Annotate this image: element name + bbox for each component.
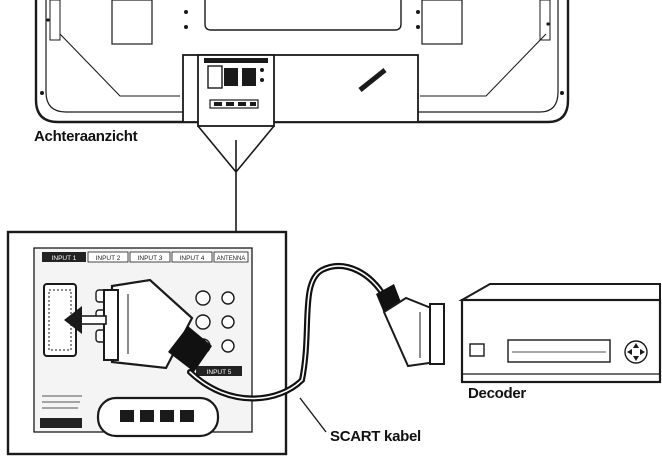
- zoom-leaders: [197, 125, 275, 232]
- scart-plug-tv: [103, 278, 212, 372]
- dpad-left: [627, 349, 632, 355]
- screw: [416, 10, 420, 14]
- dpad-ring: [624, 340, 648, 364]
- dpad-right: [640, 349, 645, 355]
- arrow-head: [64, 306, 82, 334]
- bottom-connector-pins: [120, 410, 194, 422]
- tv-top-recess: [204, 0, 402, 31]
- tv-right-vent: [421, 0, 463, 45]
- dpad-up: [633, 343, 639, 348]
- leader-right: [235, 125, 275, 173]
- screw: [416, 25, 420, 29]
- arrow-shaft: [79, 315, 107, 325]
- tab-antenna-label: ANTENNA: [217, 256, 246, 262]
- scart-cable-label: SCART kabel: [330, 428, 421, 445]
- screw: [40, 91, 44, 95]
- arrow-left-icon: [64, 306, 107, 334]
- tv-left-slope: [59, 33, 180, 97]
- screw: [546, 22, 550, 26]
- pin: [180, 410, 194, 422]
- mini-port: [238, 102, 246, 106]
- mini-port: [214, 102, 222, 106]
- screw: [46, 18, 50, 22]
- mini-dot: [260, 68, 264, 72]
- mini-jack: [224, 68, 238, 86]
- decoder-top: [458, 283, 661, 301]
- scart-plug-decoder: [376, 284, 445, 368]
- dpad-icon: [624, 340, 648, 364]
- scart-plug-head: [103, 289, 119, 361]
- mini-port: [226, 102, 234, 106]
- screw: [184, 25, 188, 29]
- tab-input-3-label: INPUT 3: [138, 255, 163, 262]
- decoder-label: Decoder: [468, 385, 526, 402]
- jack: [221, 315, 235, 329]
- leader-left: [197, 125, 237, 173]
- tab-input-3: [129, 251, 171, 263]
- decoder-button: [469, 343, 485, 357]
- tab-input-2: [87, 251, 129, 263]
- tab-input-1: [42, 252, 86, 262]
- tv-screw-holes: [40, 10, 564, 95]
- jack: [221, 339, 235, 353]
- panel-info-tag: [40, 418, 82, 428]
- tv-right-slope: [420, 33, 547, 97]
- input-tabs: INPUT 1 INPUT 2 INPUT 3 INPUT 4 ANTENNA: [42, 251, 249, 263]
- dpad-down: [633, 356, 639, 361]
- scart-cable-pointer: [299, 397, 327, 433]
- jack: [195, 290, 211, 306]
- tv-left-handle: [49, 0, 61, 41]
- pin: [120, 410, 134, 422]
- tab-input-2-label: INPUT 2: [96, 255, 121, 262]
- bottom-connector: [96, 396, 220, 438]
- mini-jack: [242, 68, 256, 86]
- scart-plug2-head: [429, 303, 445, 365]
- jack: [221, 291, 235, 305]
- tv-rear: [34, 0, 570, 127]
- tab-antenna: [213, 251, 249, 263]
- screw: [560, 91, 564, 95]
- scart-cable-core: [189, 265, 385, 400]
- tv-mini-terminals: [204, 58, 268, 109]
- input5-tab: [196, 366, 242, 376]
- pin: [160, 410, 174, 422]
- tab-input-4: [171, 251, 213, 263]
- scart-plug2-body: [382, 296, 437, 368]
- mini-port: [250, 102, 256, 106]
- decoder-display: [507, 339, 611, 363]
- mini-scart: [207, 65, 223, 89]
- tv-diag-bar: [358, 68, 387, 92]
- tv-right-handle: [539, 0, 551, 41]
- mini-tab: [204, 58, 268, 63]
- pin: [140, 410, 154, 422]
- jack: [195, 314, 211, 330]
- scart-plug-boot: [168, 326, 212, 372]
- tab-input-4-label: INPUT 4: [180, 255, 205, 262]
- tab-input-1-label: INPUT 1: [52, 255, 77, 262]
- tv-left-vent: [111, 0, 153, 45]
- screw: [184, 10, 188, 14]
- rear-view-label: Achteraanzicht: [34, 128, 138, 145]
- panel-info-lines: [42, 395, 82, 409]
- input5-label: INPUT 5: [207, 369, 232, 376]
- mini-dot: [260, 78, 264, 82]
- decoder-device: [458, 283, 662, 384]
